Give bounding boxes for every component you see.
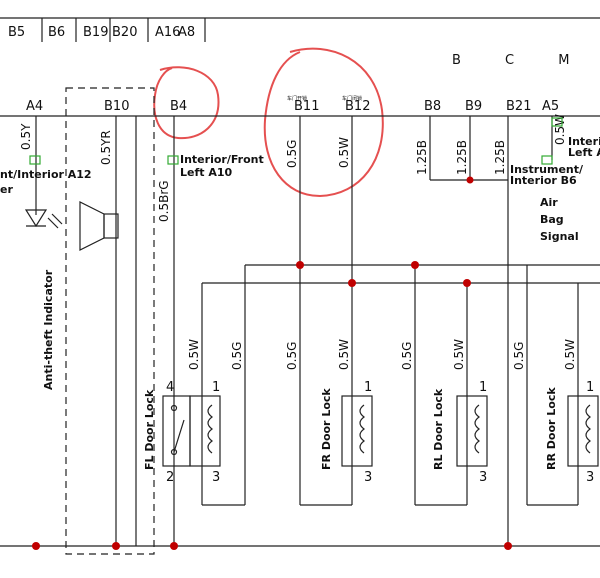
fr-door-lock-label: FR Door Lock bbox=[320, 388, 333, 470]
rl-pin-1: 1 bbox=[479, 380, 487, 395]
rr-door-lock-label: RR Door Lock bbox=[545, 387, 558, 470]
junction-dot bbox=[32, 542, 40, 550]
junction-dot bbox=[296, 261, 304, 269]
top-pin-b6: B6 bbox=[48, 25, 65, 40]
airbag-signal-line1: Air bbox=[540, 196, 558, 209]
junction-dot bbox=[112, 542, 120, 550]
connector-a12-label: nt/Interior A12 bbox=[0, 168, 92, 181]
fl-g-label: 0.5G bbox=[230, 342, 244, 370]
fr-w-label: 0.5W bbox=[337, 339, 351, 370]
anti-theft-indicator-label: Anti-theft Indicator bbox=[42, 269, 55, 390]
fl-switch-icon bbox=[162, 395, 191, 467]
fr-pin-1: 1 bbox=[364, 380, 372, 395]
fl-actuator-icon bbox=[189, 395, 221, 467]
pin-a5: A5 bbox=[542, 99, 559, 114]
pin-b11: B11 bbox=[294, 99, 319, 114]
connector-a10-label-2: Left A10 bbox=[180, 166, 233, 179]
pin-b9: B9 bbox=[465, 99, 482, 114]
top-pin-b19: B19 bbox=[83, 25, 108, 40]
connector-b6-label-2: Interior B6 bbox=[510, 174, 577, 187]
rl-actuator-icon bbox=[456, 395, 488, 467]
top-pin-b20: B20 bbox=[112, 25, 137, 40]
rl-g-label: 0.5G bbox=[400, 342, 414, 370]
rl-w-label: 0.5W bbox=[452, 339, 466, 370]
pin-b4: B4 bbox=[170, 99, 187, 114]
connector-right-label-2: Left Ac bbox=[568, 146, 600, 159]
junction-dot bbox=[348, 279, 356, 287]
wire-label-b8: 1.25B bbox=[415, 140, 429, 175]
fl-pin-1: 1 bbox=[212, 380, 220, 395]
wire-label-b10: 0.5YR bbox=[99, 130, 113, 165]
fr-pin-3: 3 bbox=[364, 470, 372, 485]
top-pin-a16: A16 bbox=[155, 25, 180, 40]
rr-pin-3: 3 bbox=[586, 470, 594, 485]
highlight-circle-b11-b12 bbox=[263, 47, 384, 198]
led-icon bbox=[24, 209, 63, 229]
junction-dot bbox=[170, 542, 178, 550]
wire-label-b4: 0.5BrG bbox=[157, 180, 171, 222]
fr-actuator-icon bbox=[341, 395, 373, 467]
wire-label-a4: 0.5Y bbox=[19, 123, 33, 150]
connector-a12-icon bbox=[29, 155, 41, 165]
pin-b8: B8 bbox=[424, 99, 441, 114]
fl-pin-3: 3 bbox=[212, 470, 220, 485]
rl-door-lock-label: RL Door Lock bbox=[432, 388, 445, 470]
top-pin-a8: A8 bbox=[178, 25, 195, 40]
fl-w-label: 0.5W bbox=[187, 339, 201, 370]
connector-a12-label-2: er bbox=[0, 183, 13, 196]
highlight-circle-b4 bbox=[153, 66, 220, 140]
rr-actuator-icon bbox=[567, 395, 599, 467]
pin-b10: B10 bbox=[104, 99, 129, 114]
rr-pin-1: 1 bbox=[586, 380, 594, 395]
wire-label-b11: 0.5G bbox=[285, 140, 299, 168]
fl-pin-2: 2 bbox=[166, 470, 174, 485]
connector-right-label: Interio bbox=[568, 135, 600, 148]
fl-pin-4: 4 bbox=[166, 380, 174, 395]
wire-label-b21: 1.25B bbox=[493, 140, 507, 175]
junction-dot bbox=[504, 542, 512, 550]
airbag-signal-line3: Signal bbox=[540, 230, 579, 243]
module-title: B C M bbox=[452, 53, 589, 68]
pin-b21: B21 bbox=[506, 99, 531, 114]
junction-dot bbox=[411, 261, 419, 269]
connector-a10-label: Interior/Front bbox=[180, 153, 264, 166]
rl-pin-3: 3 bbox=[479, 470, 487, 485]
rr-w-label: 0.5W bbox=[563, 339, 577, 370]
junction-dot bbox=[466, 176, 474, 184]
fr-g-label: 0.5G bbox=[285, 342, 299, 370]
fl-door-lock-label: FL Door Lock bbox=[143, 389, 156, 470]
junction-dot bbox=[463, 279, 471, 287]
connector-b6-icon bbox=[541, 155, 553, 165]
wire-label-b9: 1.25B bbox=[455, 140, 469, 175]
connector-b6-label: Instrument/ bbox=[510, 163, 584, 176]
cn-note-lock: 车门闭锁 bbox=[342, 95, 362, 102]
wire-label-b12: 0.5W bbox=[337, 137, 351, 168]
buzzer-icon bbox=[79, 201, 119, 251]
pin-b12: B12 bbox=[345, 99, 370, 114]
airbag-signal-line2: Bag bbox=[540, 213, 564, 226]
pin-a4: A4 bbox=[26, 99, 43, 114]
rr-g-label: 0.5G bbox=[512, 342, 526, 370]
connector-a10-icon bbox=[167, 155, 179, 165]
cn-note-unlock: 车门开锁 bbox=[287, 95, 307, 102]
top-pin-b5: B5 bbox=[8, 25, 25, 40]
connector-a5-icon bbox=[551, 117, 563, 127]
wire-label-a5: 0.5W bbox=[553, 114, 567, 145]
